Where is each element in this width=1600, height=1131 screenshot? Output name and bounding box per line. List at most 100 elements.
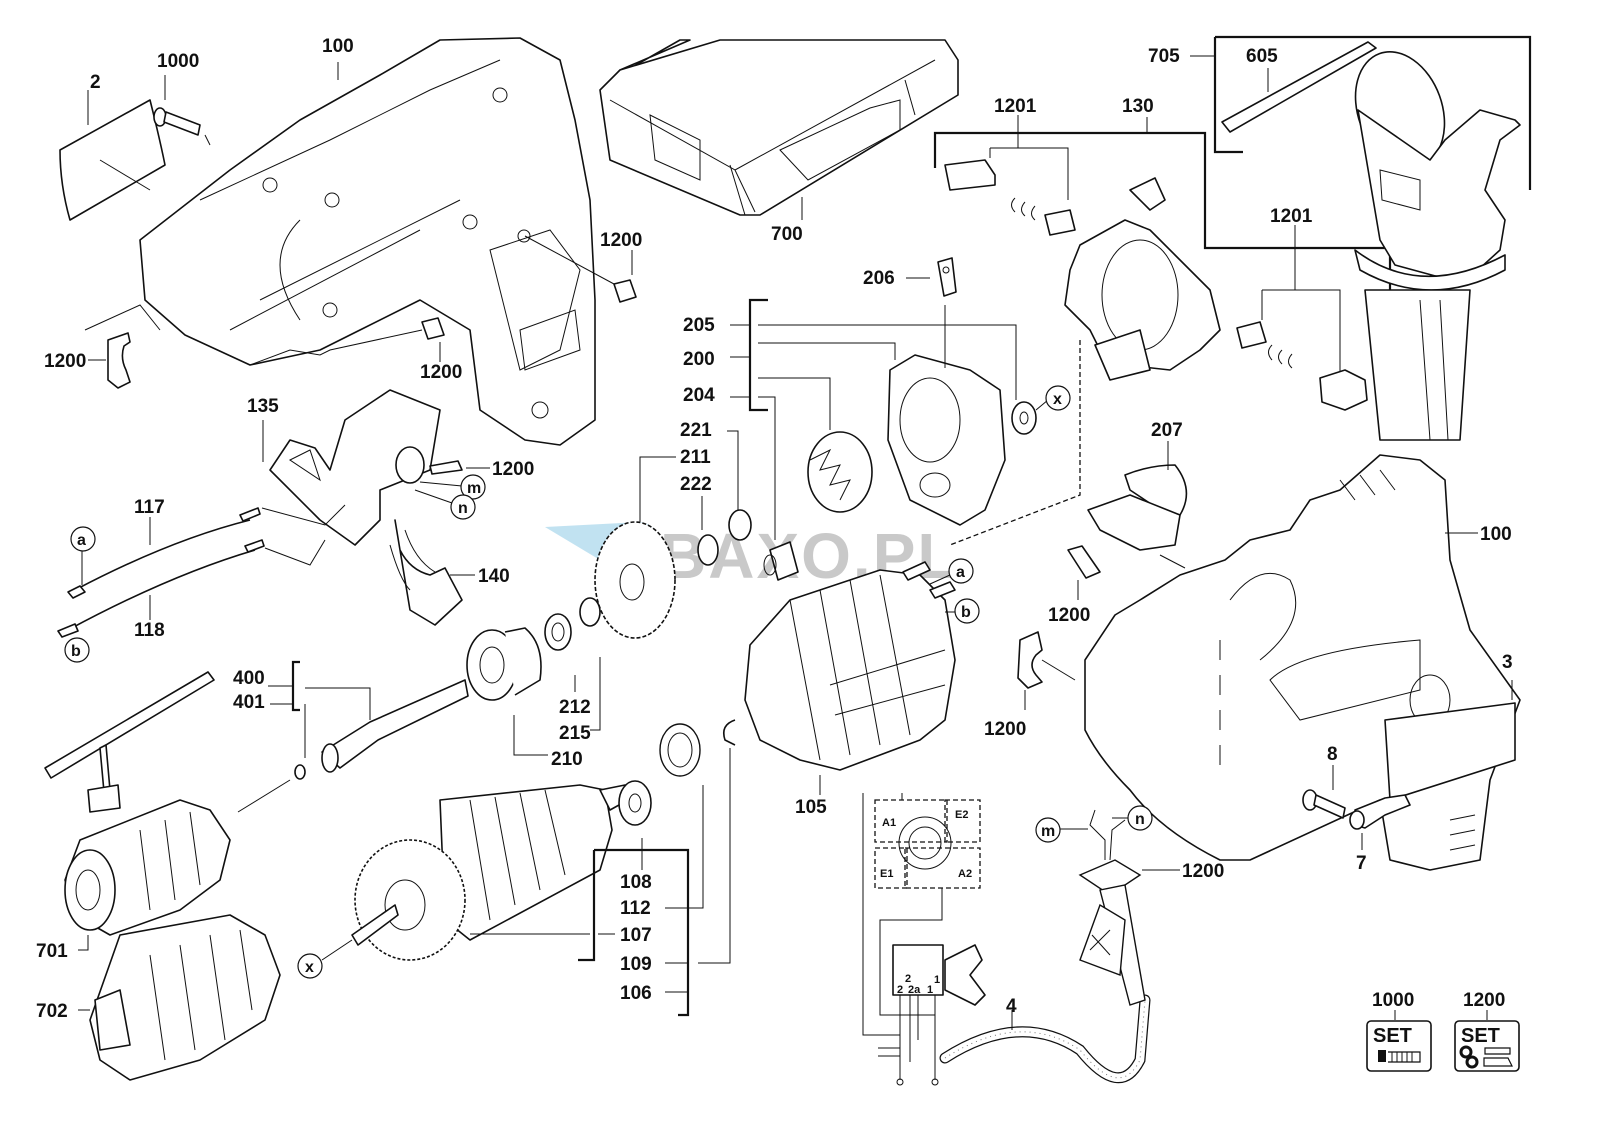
callout-n-switch[interactable]: n bbox=[414, 489, 476, 520]
label-117[interactable]: 117 bbox=[134, 497, 165, 518]
label-109[interactable]: 109 bbox=[620, 954, 652, 975]
callout-a-stator[interactable]: a bbox=[929, 558, 974, 585]
label-1000[interactable]: 1000 bbox=[157, 51, 199, 72]
wiring-label-E1: E1 bbox=[880, 868, 893, 880]
label-1200-strain-relief[interactable]: 1200 bbox=[1182, 861, 1224, 882]
label-200[interactable]: 200 bbox=[683, 349, 715, 370]
wiring-label-A1: A1 bbox=[882, 817, 896, 829]
label-400[interactable]: 400 bbox=[233, 668, 265, 689]
label-702[interactable]: 702 bbox=[36, 1001, 68, 1022]
label-108[interactable]: 108 bbox=[620, 872, 652, 893]
stator-105 bbox=[744, 561, 956, 771]
label-221[interactable]: 221 bbox=[680, 420, 712, 441]
screw-icon bbox=[1378, 1050, 1421, 1063]
svg-text:b: b bbox=[71, 643, 81, 660]
pin-1200-right bbox=[524, 235, 637, 303]
wiring-terminal-2a: 2a bbox=[908, 984, 921, 996]
callout-n-cable[interactable]: n bbox=[1112, 805, 1153, 831]
switch-135 bbox=[269, 389, 441, 546]
label-1200-housing-clip[interactable]: 1200 bbox=[984, 719, 1026, 740]
label-1200-clip-left[interactable]: 1200 bbox=[44, 351, 86, 372]
label-2[interactable]: 2 bbox=[90, 72, 101, 93]
label-107[interactable]: 107 bbox=[620, 925, 652, 946]
label-205[interactable]: 205 bbox=[683, 315, 715, 336]
set-badge-1000-number: 1000 bbox=[1372, 990, 1414, 1011]
carbon-brush-left bbox=[944, 159, 1076, 236]
label-206[interactable]: 206 bbox=[863, 268, 895, 289]
callout-b-stator[interactable]: b bbox=[945, 598, 980, 624]
set-badge-1200[interactable]: 1200 SET bbox=[1454, 990, 1520, 1072]
callout-b-wire[interactable]: b bbox=[64, 637, 90, 663]
label-605[interactable]: 605 bbox=[1246, 46, 1278, 67]
spindle-400 bbox=[321, 679, 469, 773]
label-1200-housing-pin[interactable]: 1200 bbox=[1048, 605, 1090, 626]
label-211[interactable]: 211 bbox=[680, 447, 711, 468]
power-cable-4 bbox=[939, 994, 1151, 1084]
armature-106 bbox=[351, 784, 629, 961]
label-118[interactable]: 118 bbox=[134, 620, 165, 641]
set-badge-1200-number: 1200 bbox=[1463, 990, 1505, 1011]
label-1200-pin-middle[interactable]: 1200 bbox=[420, 362, 462, 383]
cable-clamp-7 bbox=[1349, 794, 1411, 830]
wiring-terminal-1-top: 1 bbox=[934, 974, 940, 986]
callout-m-switch[interactable]: m bbox=[419, 474, 486, 500]
wire-118 bbox=[57, 539, 265, 638]
label-135[interactable]: 135 bbox=[247, 396, 279, 417]
label-700[interactable]: 700 bbox=[771, 224, 803, 245]
screw-1200-switch bbox=[429, 460, 463, 475]
svg-text:n: n bbox=[1135, 811, 1145, 828]
svg-text:b: b bbox=[961, 604, 971, 621]
callout-a-wire[interactable]: a bbox=[70, 526, 96, 585]
svg-text:m: m bbox=[1041, 823, 1055, 840]
label-1200-switch-screw[interactable]: 1200 bbox=[492, 459, 534, 480]
label-705[interactable]: 705 bbox=[1148, 46, 1180, 67]
svg-text:m: m bbox=[467, 480, 481, 497]
screw-1000 bbox=[153, 107, 211, 146]
label-7[interactable]: 7 bbox=[1356, 853, 1367, 874]
callout-x-gearplate[interactable]: x bbox=[1035, 385, 1071, 411]
plate-206 bbox=[937, 257, 957, 297]
svg-text:a: a bbox=[956, 564, 965, 581]
label-1200-pin-right[interactable]: 1200 bbox=[600, 230, 642, 251]
label-8[interactable]: 8 bbox=[1327, 744, 1338, 765]
label-212[interactable]: 212 bbox=[559, 697, 591, 718]
label-207[interactable]: 207 bbox=[1151, 420, 1183, 441]
label-210[interactable]: 210 bbox=[551, 749, 583, 770]
carrying-case-700 bbox=[599, 39, 959, 216]
svg-text:SET: SET bbox=[1461, 1025, 1500, 1047]
label-112[interactable]: 112 bbox=[620, 898, 651, 919]
set-badge-1000[interactable]: 1000 SET bbox=[1366, 990, 1432, 1072]
auxiliary-handle-705 bbox=[1354, 51, 1521, 441]
callout-x-armature[interactable]: x bbox=[297, 939, 353, 979]
label-1201-left[interactable]: 1201 bbox=[994, 96, 1037, 117]
bearing-sleeve-112 bbox=[659, 723, 701, 777]
wiring-terminal-2: 2 bbox=[897, 984, 903, 996]
label-701[interactable]: 701 bbox=[36, 941, 68, 962]
chuck-key bbox=[44, 671, 215, 813]
label-105[interactable]: 105 bbox=[795, 797, 827, 818]
label-106[interactable]: 106 bbox=[620, 983, 652, 1004]
wiring-terminal-2-top: 2 bbox=[905, 973, 911, 985]
label-215[interactable]: 215 bbox=[559, 723, 591, 744]
label-1201-right[interactable]: 1201 bbox=[1270, 206, 1313, 227]
label-130[interactable]: 130 bbox=[1122, 96, 1154, 117]
bearing-210 bbox=[466, 627, 542, 701]
svg-text:a: a bbox=[77, 532, 86, 549]
label-140[interactable]: 140 bbox=[478, 566, 510, 587]
bevel-gear-204 bbox=[807, 431, 873, 513]
label-222[interactable]: 222 bbox=[680, 474, 712, 495]
wiring-schematic: A1 E2 E1 A2 2 2 2a 1 1 bbox=[862, 793, 986, 1086]
label-4: 4 bbox=[1006, 996, 1017, 1017]
label-100-top[interactable]: 100 bbox=[322, 36, 354, 57]
ball-bearing-108 bbox=[618, 780, 652, 826]
callout-m-cable[interactable]: m bbox=[1035, 817, 1088, 843]
label-3[interactable]: 3 bbox=[1502, 652, 1513, 673]
svg-text:n: n bbox=[458, 500, 468, 517]
carbon-brush-right bbox=[1236, 321, 1368, 411]
gear-selector-207 bbox=[1087, 464, 1188, 569]
label-401[interactable]: 401 bbox=[233, 692, 265, 713]
label-100-right[interactable]: 100 bbox=[1480, 524, 1512, 545]
svg-text:x: x bbox=[1053, 391, 1062, 408]
label-204[interactable]: 204 bbox=[683, 385, 715, 406]
pin-1200-right-housing bbox=[1067, 545, 1101, 579]
